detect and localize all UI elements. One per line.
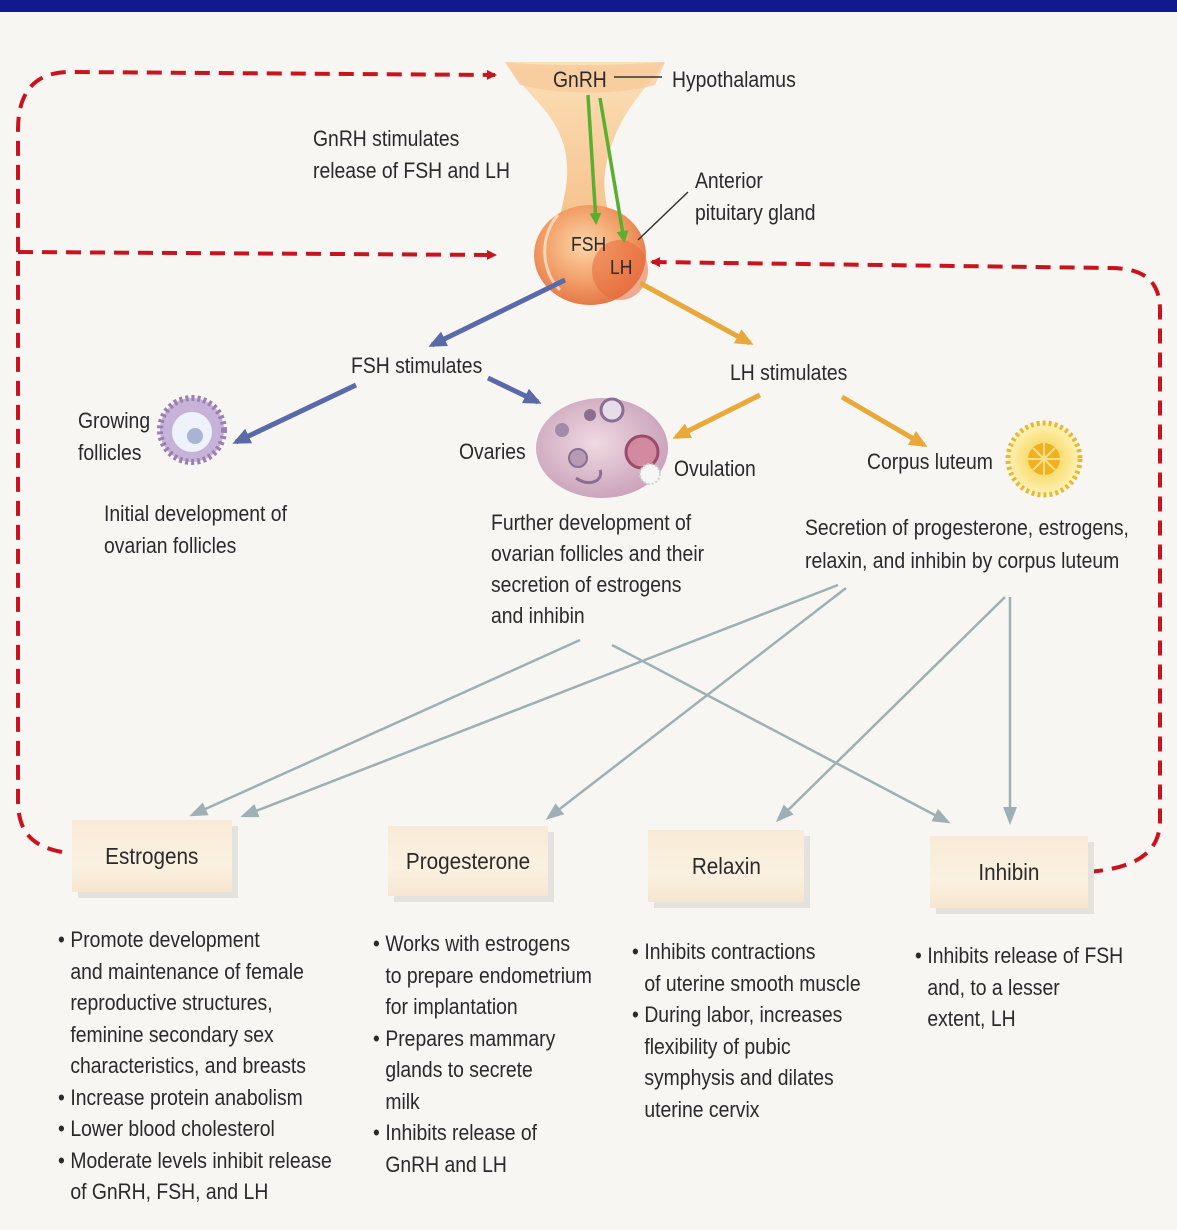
arrow-cl-to-estrogens: [240, 583, 839, 818]
gnrh-note-line1: GnRH stimulates: [313, 126, 460, 151]
fsh-label: FSH: [571, 234, 607, 256]
arrow-cl-to-progesterone: [545, 587, 847, 820]
pituitary-leader: [637, 191, 689, 241]
secretion-cl-line2: relaxin, and inhibin by corpus luteum: [805, 548, 1120, 573]
relaxin-box-label: Relaxin: [691, 852, 761, 879]
fsh-arrow-follicles: [232, 382, 358, 445]
estrogens-box-label: Estrogens: [105, 842, 199, 869]
lh-stimulates-label: LH stimulates: [730, 360, 848, 385]
initial-development-line2: ovarian follicles: [104, 533, 237, 558]
arrow-cl-to-relaxin: [775, 596, 1006, 823]
ovulation-label: Ovulation: [674, 456, 756, 481]
fsh-arrows: [232, 277, 567, 445]
further-development-line2: ovarian follicles and their: [491, 541, 705, 566]
hypothalamus-label: Hypothalamus: [672, 67, 796, 92]
corpus-luteum-label: Corpus luteum: [867, 449, 993, 474]
gnrh-note-line2: release of FSH and LH: [313, 158, 510, 183]
feedback-line-estrogens-pituitary: [17, 249, 497, 260]
secretion-cl-line1: Secretion of progesterone, estrogens,: [805, 515, 1129, 540]
feedback-loops: [16, 69, 1162, 874]
inhibin-box: Inhibin: [930, 836, 1088, 908]
secretion-arrows: [189, 583, 1017, 825]
progesterone-box-label: Progesterone: [405, 847, 531, 874]
lh-arrow-ovulation: [672, 392, 762, 440]
corpus-luteum-illustration: [1005, 420, 1083, 498]
inhibin-box-label: Inhibin: [978, 858, 1040, 885]
estrogens-effect-item: Increase protein anabolism: [58, 1082, 332, 1114]
further-development-line3: secretion of estrogens: [491, 572, 682, 597]
further-development-line1: Further development of: [491, 510, 692, 535]
feedback-line-inhibin: [650, 257, 1162, 874]
fsh-stimulates-label: FSH stimulates: [351, 353, 483, 378]
further-development-line4: and inhibin: [491, 603, 585, 628]
feedback-line-estrogens: [16, 69, 497, 854]
hypothalamus-tissue: [505, 62, 665, 93]
pituitary-label-line2: pituitary gland: [695, 200, 816, 225]
lh-arrows: [638, 280, 928, 448]
fsh-arrow-ovaries: [486, 375, 542, 405]
hypothalamus-shape: [505, 62, 665, 230]
arrow-follicles-to-estrogens: [189, 638, 581, 817]
ovaries-label: Ovaries: [459, 439, 526, 464]
progesterone-box: Progesterone: [388, 826, 548, 896]
gnrh-arrows: [586, 94, 629, 243]
lh-arrow-main: [638, 280, 754, 346]
lh-label: LH: [610, 257, 633, 279]
initial-development-line1: Initial development of: [104, 501, 287, 526]
pituitary-label-line1: Anterior: [695, 168, 763, 193]
relaxin-box: Relaxin: [648, 830, 804, 902]
growing-follicles-line2: follicles: [78, 440, 142, 465]
growing-follicles-line1: Growing: [78, 408, 151, 433]
fsh-arrow-main: [428, 277, 567, 348]
top-banner: [0, 0, 1177, 12]
gnrh-label: GnRH: [553, 67, 607, 92]
lh-arrow-corpus-luteum: [840, 394, 928, 448]
pituitary-illustration: [505, 62, 665, 305]
growing-follicle-illustration: [157, 395, 227, 465]
ovary-illustration: [536, 397, 668, 498]
arrow-follicles-to-inhibin: [611, 643, 951, 824]
estrogens-effect-item: Lower blood cholesterol: [58, 1113, 332, 1145]
estrogens-box: Estrogens: [72, 820, 232, 892]
